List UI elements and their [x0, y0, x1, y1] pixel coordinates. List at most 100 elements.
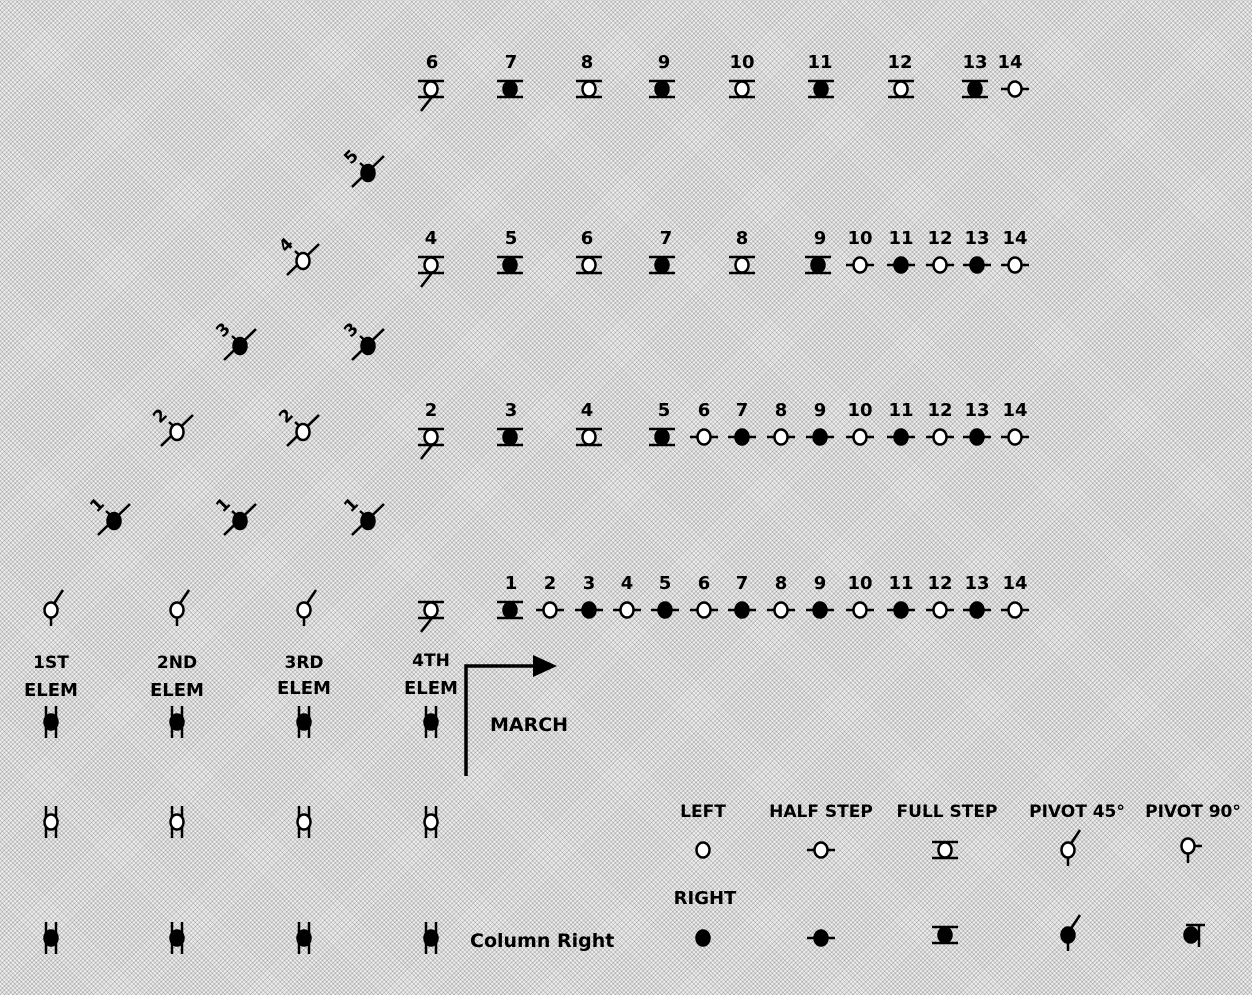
step-number: 10	[847, 400, 872, 421]
diagonal-step-number: 1	[340, 494, 363, 517]
step-number: 6	[698, 400, 711, 421]
pivot-45-icon	[1060, 914, 1082, 951]
step-number: 5	[659, 573, 672, 594]
half-step-icon	[1001, 80, 1029, 98]
vertical-step-icon	[43, 706, 59, 738]
step-number: 4	[425, 228, 438, 249]
legend-right-icon	[695, 929, 711, 947]
half-step-icon	[690, 428, 718, 446]
full-step-icon	[497, 600, 523, 620]
step-number: 4	[581, 400, 594, 421]
full-step-icon	[932, 840, 958, 860]
step-number: 3	[505, 400, 518, 421]
diagonal-step-icon	[286, 414, 320, 447]
pivot-90-icon	[1180, 837, 1202, 863]
vertical-step-icon	[423, 706, 439, 738]
step-number: 13	[962, 52, 987, 73]
step-number: 12	[927, 400, 952, 421]
legend-left-label: LEFT	[680, 802, 726, 822]
element-label-3-line1: 3RD	[284, 653, 323, 673]
half-step-icon	[807, 841, 835, 859]
half-step-icon	[536, 601, 564, 619]
diagonal-step-number: 3	[340, 319, 363, 342]
pivot-landing-icon	[418, 255, 444, 288]
pivot-landing-icon	[418, 79, 444, 112]
pivot-90-icon	[1183, 923, 1205, 947]
step-number: 7	[736, 400, 749, 421]
half-step-icon	[887, 256, 915, 274]
step-number: 11	[888, 573, 913, 594]
vertical-step-icon	[296, 806, 312, 838]
half-step-icon	[651, 601, 679, 619]
pivot-45-icon	[296, 589, 318, 626]
diagonal-step-number: 1	[212, 494, 235, 517]
half-step-icon	[926, 601, 954, 619]
full-step-icon	[962, 79, 988, 99]
half-step-icon	[806, 601, 834, 619]
element-label-4-line1: 4TH	[412, 651, 450, 671]
half-step-icon	[846, 601, 874, 619]
half-step-icon	[613, 601, 641, 619]
diagonal-step-icon	[223, 328, 257, 361]
legend-half-step-label: HALF STEP	[769, 802, 873, 822]
element-label-2-line2: ELEM	[150, 680, 204, 701]
step-number: 14	[1002, 400, 1027, 421]
pivot-45-icon	[1060, 829, 1082, 866]
step-number: 10	[847, 228, 872, 249]
diagonal-step-icon	[351, 328, 385, 361]
step-number: 13	[964, 573, 989, 594]
vertical-step-icon	[423, 922, 439, 954]
vertical-step-icon	[169, 922, 185, 954]
step-number: 12	[927, 573, 952, 594]
step-number: 8	[775, 573, 788, 594]
diagonal-step-number: 4	[275, 234, 298, 257]
step-number: 13	[964, 228, 989, 249]
full-step-icon	[808, 79, 834, 99]
diagonal-step-icon	[223, 503, 257, 536]
step-number: 14	[1002, 573, 1027, 594]
half-step-icon	[728, 428, 756, 446]
full-step-icon	[497, 255, 523, 275]
diagonal-step-number: 3	[212, 319, 235, 342]
step-number: 14	[1002, 228, 1027, 249]
full-step-icon	[649, 255, 675, 275]
half-step-icon	[926, 256, 954, 274]
step-number: 9	[658, 52, 671, 73]
element-label-2-line1: 2ND	[157, 653, 197, 673]
full-step-icon	[729, 255, 755, 275]
vertical-step-icon	[43, 806, 59, 838]
pivot-45-icon	[169, 589, 191, 626]
legend-pivot-90-label: PIVOT 90°	[1145, 802, 1241, 822]
step-number: 9	[814, 228, 827, 249]
diagonal-step-icon	[351, 155, 385, 188]
step-number: 14	[997, 52, 1022, 73]
full-step-icon	[497, 79, 523, 99]
march-arrowhead	[533, 655, 557, 677]
pivot-45-icon	[43, 589, 65, 626]
half-step-icon	[767, 601, 795, 619]
full-step-icon	[576, 427, 602, 447]
step-number: 2	[425, 400, 438, 421]
step-number: 3	[583, 573, 596, 594]
half-step-icon	[728, 601, 756, 619]
half-step-icon	[887, 601, 915, 619]
half-step-icon	[690, 601, 718, 619]
legend-pivot-45-label: PIVOT 45°	[1029, 802, 1125, 822]
legend-full-step-label: FULL STEP	[897, 802, 998, 822]
step-number: 10	[729, 52, 754, 73]
half-step-icon	[806, 428, 834, 446]
step-number: 1	[505, 573, 518, 594]
half-step-icon	[807, 929, 835, 947]
diagonal-step-number: 2	[275, 405, 298, 428]
step-number: 5	[505, 228, 518, 249]
half-step-icon	[1001, 601, 1029, 619]
full-step-icon	[729, 79, 755, 99]
step-number: 11	[888, 228, 913, 249]
half-step-icon	[926, 428, 954, 446]
vertical-step-icon	[296, 706, 312, 738]
step-number: 9	[814, 400, 827, 421]
step-number: 11	[807, 52, 832, 73]
full-step-icon	[649, 427, 675, 447]
step-number: 6	[698, 573, 711, 594]
